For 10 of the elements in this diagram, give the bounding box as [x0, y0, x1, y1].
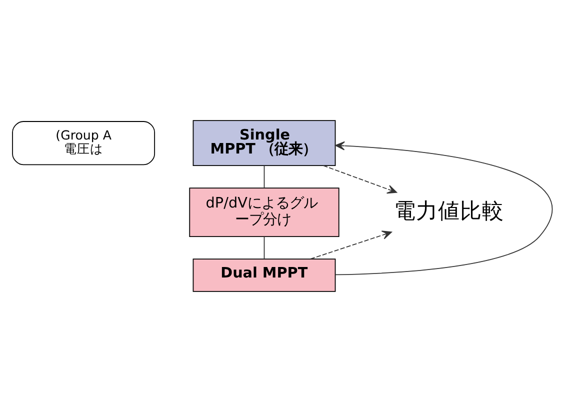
node-box: (Group A 電圧は: [12, 121, 156, 166]
connector: [264, 236, 265, 260]
arrow: [310, 230, 392, 260]
arrow: [322, 165, 398, 194]
connector: [264, 165, 265, 188]
node-text: 電力値比較: [394, 198, 504, 224]
arrow: [334, 141, 553, 276]
node-box: Dual MPPT: [192, 258, 336, 292]
node-box: dP/dVによるグループ分け: [189, 188, 340, 238]
node-box: Single MPPT （従来）: [192, 120, 336, 166]
